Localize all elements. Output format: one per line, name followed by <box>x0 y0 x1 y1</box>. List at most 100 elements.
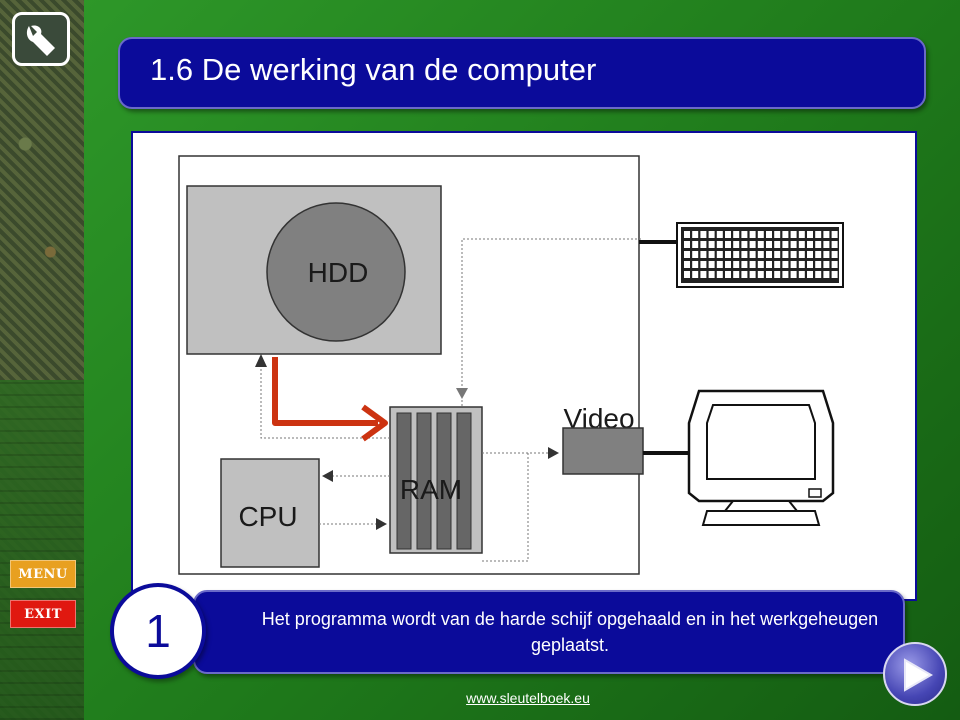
hdd-to-ram-arrowhead <box>361 404 388 442</box>
website-link[interactable]: www.sleutelboek.eu <box>466 690 590 706</box>
ram-to-hdd-arrowhead <box>255 354 267 367</box>
keyboard-key <box>700 241 707 248</box>
hdd-label: HDD <box>308 257 369 288</box>
ram-stick <box>456 412 472 550</box>
bus-arrowhead <box>456 388 468 399</box>
keyboard-key <box>798 261 805 268</box>
keyboard-key <box>831 261 838 268</box>
hdd-platter <box>266 202 406 342</box>
keyboard-key <box>725 271 731 278</box>
keyboard-key <box>815 261 822 268</box>
keyboard-key <box>766 271 772 278</box>
step-number-badge: 1 <box>110 583 206 679</box>
next-button[interactable] <box>883 642 947 706</box>
keyboard-key <box>749 271 756 278</box>
keyboard-key <box>684 271 690 278</box>
keyboard-key <box>716 261 723 268</box>
keyboard-key <box>700 261 707 268</box>
keyboard-key <box>741 271 748 278</box>
keyboard-key <box>823 271 830 278</box>
keyboard-key <box>684 261 690 268</box>
keyboard-key <box>725 241 731 248</box>
keyboard-key <box>684 241 690 248</box>
keyboard-key <box>790 251 797 258</box>
keyboard-key <box>716 251 723 258</box>
keyboard-key <box>692 241 699 248</box>
keyboard-key <box>831 231 838 238</box>
keyboard-key <box>749 231 756 238</box>
keyboard-key <box>741 231 748 238</box>
play-next-icon <box>904 658 933 692</box>
keyboard-key <box>733 231 740 238</box>
keyboard-key <box>807 251 813 258</box>
ram-label: RAM <box>400 474 462 505</box>
keyboard-key <box>798 271 805 278</box>
keyboard-icon <box>676 222 844 288</box>
keyboard-key <box>807 271 813 278</box>
keyboard-key <box>774 251 781 258</box>
keyboard-key <box>708 231 715 238</box>
keyboard-key <box>733 251 740 258</box>
keyboard-key <box>757 251 764 258</box>
keyboard-key <box>815 251 822 258</box>
keyboard-key <box>782 261 789 268</box>
keyboard-key <box>831 241 838 248</box>
keyboard-key <box>741 241 748 248</box>
ram-to-video-arrowhead <box>548 447 559 459</box>
keyboard-key <box>757 231 764 238</box>
ram-to-hdd-line <box>260 369 390 439</box>
keyboard-key <box>798 231 805 238</box>
keyboard-key <box>774 261 781 268</box>
keyboard-key <box>766 261 772 268</box>
diagram-panel: HDD RAM CPU <box>131 131 917 601</box>
computer-diagram: HDD RAM CPU <box>178 155 844 575</box>
keyboard-key <box>807 241 813 248</box>
keyboard-key <box>774 231 781 238</box>
ram-video-bus-line <box>482 453 529 562</box>
ram-stick <box>436 412 452 550</box>
ram-to-cpu-arrowhead <box>322 470 333 482</box>
caption-text: Het programma wordt van de harde schijf … <box>261 609 879 655</box>
keyboard-key <box>716 231 723 238</box>
keyboard-key <box>741 251 748 258</box>
keyboard-key <box>807 231 813 238</box>
keyboard-key <box>708 241 715 248</box>
keyboard-key <box>823 231 830 238</box>
cpu-box <box>220 458 320 568</box>
keyboard-key <box>757 241 764 248</box>
caption-bar <box>193 590 905 674</box>
keyboard-key <box>831 251 838 258</box>
keyboard-key <box>766 231 772 238</box>
keyboard-key <box>782 251 789 258</box>
keyboard-key <box>823 261 830 268</box>
keyboard-key <box>790 241 797 248</box>
video-card <box>562 427 644 475</box>
keyboard-key <box>692 261 699 268</box>
monitor-icon <box>687 389 835 526</box>
keyboard-key <box>692 271 699 278</box>
keyboard-key <box>700 231 707 238</box>
keyboard-key <box>749 261 756 268</box>
keyboard-key <box>708 271 715 278</box>
keyboard-key <box>823 241 830 248</box>
keyboard-key <box>725 251 731 258</box>
keyboard-key <box>716 271 723 278</box>
keyboard-key <box>684 251 690 258</box>
keyboard-key <box>757 261 764 268</box>
keyboard-key <box>749 241 756 248</box>
keyboard-key <box>782 271 789 278</box>
keyboard-key <box>790 231 797 238</box>
ram-stick <box>396 412 412 550</box>
keyboard-key <box>766 251 772 258</box>
keyboard-key <box>733 271 740 278</box>
wrench-logo <box>12 12 70 66</box>
menu-button[interactable]: MENU <box>10 560 76 588</box>
wrench-icon <box>26 25 55 56</box>
keyboard-key <box>774 241 781 248</box>
keyboard-key <box>815 271 822 278</box>
exit-button[interactable]: EXIT <box>10 600 76 628</box>
keyboard-key <box>790 261 797 268</box>
cpu-to-ram-arrowhead <box>376 518 387 530</box>
hdd-to-ram-highlight-arrow <box>272 357 378 426</box>
keyboard-key <box>684 231 690 238</box>
